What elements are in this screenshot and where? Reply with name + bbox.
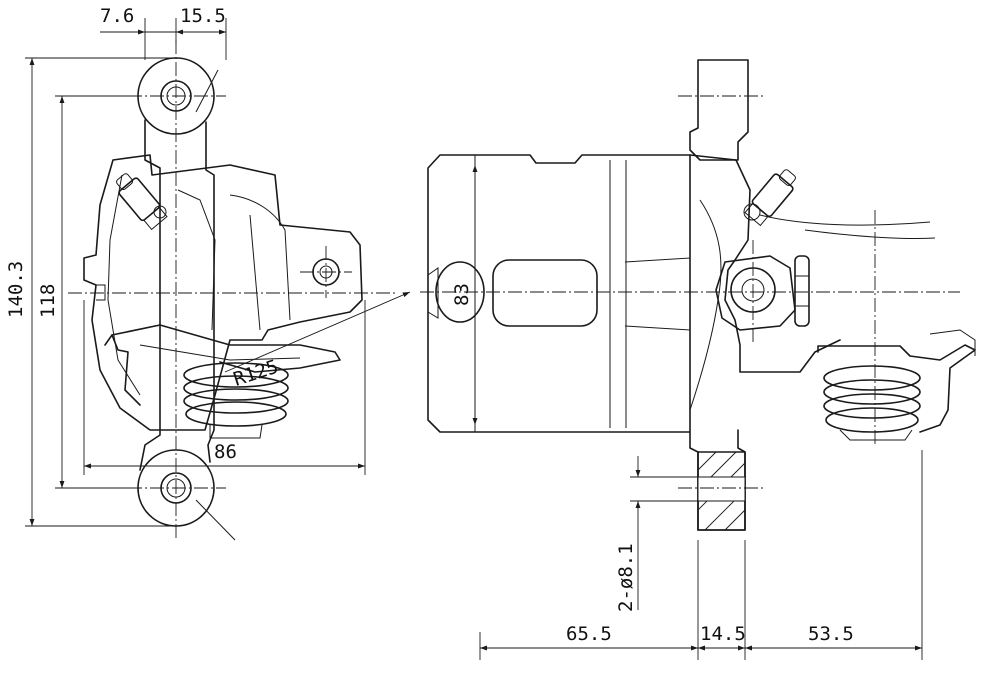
bore-callout xyxy=(435,261,485,323)
dim-bottom-a: 65.5 xyxy=(566,623,612,645)
right-front-view: 83 xyxy=(420,59,976,531)
dim-bottom-width: 86 xyxy=(214,441,237,463)
dim-overall-height: 140.3 xyxy=(5,261,27,318)
dim-mount-height: 118 xyxy=(37,284,59,318)
dim-bore-diameter: 83 xyxy=(451,283,473,306)
left-dimensions: 7.6 15.5 140.3 118 86 R125 xyxy=(5,5,411,527)
handbrake-spring xyxy=(817,329,976,441)
hatched-section xyxy=(697,451,746,531)
return-spring xyxy=(183,362,289,439)
dim-top-left: 7.6 xyxy=(100,5,134,27)
left-side-view xyxy=(68,40,395,541)
bracket-flange xyxy=(689,59,749,161)
dim-holes: 2-ø8.1 xyxy=(615,543,637,612)
right-dimensions: 2-ø8.1 65.5 14.5 53.5 xyxy=(479,450,923,660)
dim-top-right: 15.5 xyxy=(180,5,226,27)
dim-bottom-b: 14.5 xyxy=(700,623,746,645)
banjo-boss xyxy=(715,255,796,331)
caliper-body-outline xyxy=(83,154,363,431)
dim-bottom-c: 53.5 xyxy=(808,623,854,645)
piston-window xyxy=(492,259,598,327)
